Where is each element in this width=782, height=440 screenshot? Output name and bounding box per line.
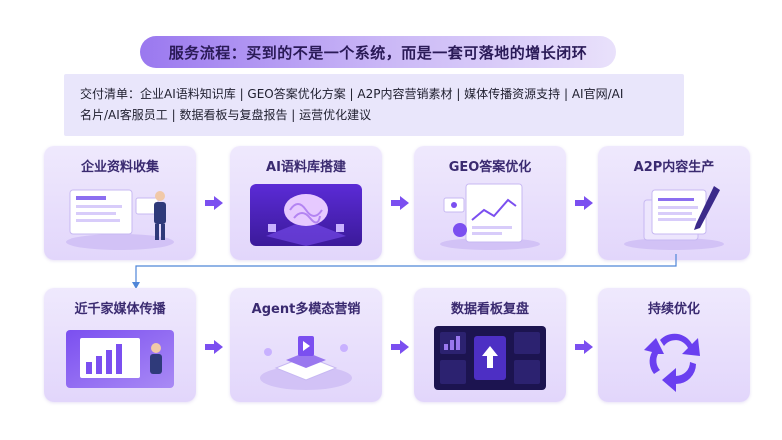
step-label-5: 近千家媒体传播 (74, 302, 166, 317)
title-banner: 服务流程：买到的不是一个系统，而是一套可落地的增长闭环 (140, 36, 616, 68)
media-dashboard-illustration (66, 330, 174, 388)
presenter-illustration (66, 189, 174, 250)
deliverables-line-1: 交付清单：企业AI语料知识库 | GEO答案优化方案 | A2P内容营销素材 |… (80, 87, 624, 101)
step-label-2: AI语料库搭建 (266, 160, 346, 175)
step-card-4: A2P内容生产 (598, 146, 750, 260)
step-label-4: A2P内容生产 (633, 160, 715, 175)
document-pen-illustration (624, 186, 724, 250)
step-card-2: AI语料库搭建 (230, 146, 382, 260)
data-dashboard-illustration (434, 326, 546, 390)
arrow-right-icon (205, 196, 223, 210)
step-card-6: Agent多模态营销 (230, 288, 382, 402)
step-label-7: 数据看板复盘 (450, 302, 529, 317)
step-card-5: 近千家媒体传播 (44, 288, 196, 402)
step-card-7: 数据看板复盘 (414, 288, 566, 402)
deliverables-line-2: 名片/AI客服员工 | 数据看板与复盘报告 | 运营优化建议 (80, 108, 372, 122)
step-card-1: 企业资料收集 (44, 146, 196, 260)
document-chart-illustration (440, 183, 540, 250)
flow-connector (132, 254, 677, 289)
step-label-6: Agent多模态营销 (251, 302, 361, 317)
step-card-3: GEO答案优化 (414, 146, 566, 260)
arrow-right-icon (391, 340, 409, 354)
arrow-right-icon (391, 196, 409, 210)
arrow-right-icon (575, 196, 593, 210)
arrow-right-icon (575, 340, 593, 354)
play-platform-illustration (260, 336, 352, 390)
step-label-8: 持续优化 (647, 302, 700, 317)
step-label-3: GEO答案优化 (448, 160, 532, 175)
arrow-right-icon (205, 340, 223, 354)
step-card-8: 持续优化 (598, 288, 750, 402)
step-label-1: 企业资料收集 (80, 160, 159, 175)
page-title: 服务流程：买到的不是一个系统，而是一套可落地的增长闭环 (168, 43, 588, 62)
recycle-icon (644, 333, 700, 392)
brain-chip-illustration (250, 184, 362, 246)
deliverables-box: 交付清单：企业AI语料知识库 | GEO答案优化方案 | A2P内容营销素材 |… (64, 74, 684, 136)
